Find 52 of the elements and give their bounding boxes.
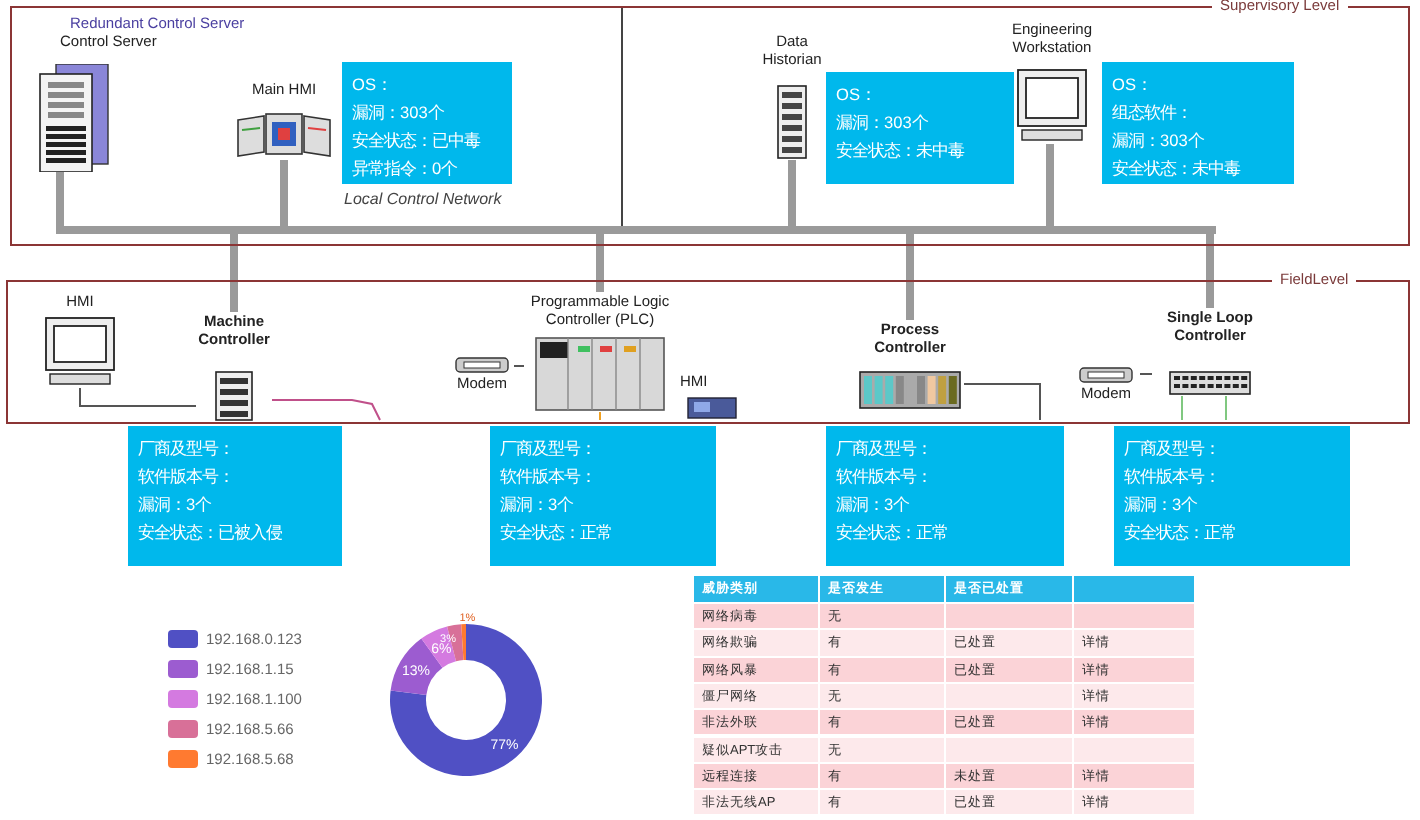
network-line (230, 234, 238, 312)
info-text: 厂商及型号： (1124, 436, 1222, 462)
info-text: 安全状态：正常 (836, 520, 950, 546)
info-text: 安全状态：已中毒 (352, 128, 483, 154)
info-text: 漏洞：3个 (138, 492, 214, 518)
info-text: OS： (352, 72, 394, 98)
info-text: 漏洞：3个 (1124, 492, 1200, 518)
info-box (826, 72, 1014, 184)
network-line (596, 234, 604, 292)
info-text: 厂商及型号： (500, 436, 598, 462)
network-line (1206, 234, 1214, 308)
info-text: OS： (836, 82, 878, 108)
network-line (788, 160, 796, 226)
info-text: 软件版本号： (500, 464, 598, 490)
network-line (56, 172, 64, 226)
info-text: OS： (1112, 72, 1154, 98)
info-text: 厂商及型号： (138, 436, 236, 462)
connection-line (79, 387, 197, 407)
connection-line (1181, 395, 1183, 421)
network-line (906, 234, 914, 320)
info-text: 软件版本号： (1124, 464, 1222, 490)
connection-line (599, 411, 601, 421)
network-line (1046, 144, 1054, 226)
info-text: 异常指令：0个 (352, 156, 460, 182)
info-text: 厂商及型号： (836, 436, 934, 462)
info-text: 软件版本号： (138, 464, 236, 490)
info-text: 安全状态：已被入侵 (138, 520, 284, 546)
info-box (342, 62, 512, 184)
info-text: 软件版本号： (836, 464, 934, 490)
info-text: 漏洞：303个 (352, 100, 446, 126)
connection-line (1225, 395, 1227, 421)
connection-line (1139, 373, 1153, 375)
info-box (826, 426, 1064, 566)
network-bus (56, 226, 1216, 234)
network-line (280, 160, 288, 226)
network-label: Local Control Network (344, 190, 502, 208)
info-box (1102, 62, 1294, 184)
info-text: 安全状态：未中毒 (1112, 156, 1243, 182)
info-box (128, 426, 342, 566)
info-text: 组态软件： (1112, 100, 1194, 126)
info-text: 漏洞：303个 (836, 110, 930, 136)
info-text: 漏洞：3个 (500, 492, 576, 518)
info-box (1114, 426, 1350, 566)
info-text: 漏洞：303个 (1112, 128, 1206, 154)
connection-line (513, 365, 525, 367)
connection-line (271, 399, 381, 421)
info-text: 漏洞：3个 (836, 492, 912, 518)
connection-line (963, 383, 1041, 421)
info-text: 安全状态：正常 (500, 520, 614, 546)
info-text: 安全状态：正常 (1124, 520, 1238, 546)
info-box (490, 426, 716, 566)
info-text: 安全状态：未中毒 (836, 138, 967, 164)
